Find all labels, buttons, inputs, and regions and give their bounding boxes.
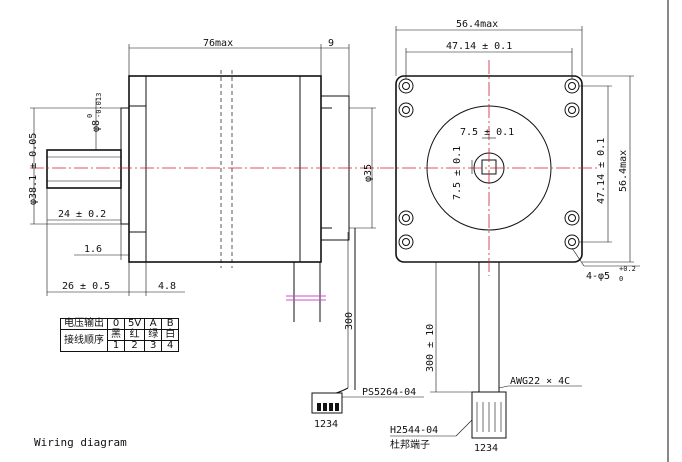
label-connector-2: H2544-04: [390, 425, 438, 436]
dim-body-length: 76max: [203, 38, 233, 49]
front-boss: [120, 107, 130, 225]
dim-shaft-length: 9: [328, 38, 334, 49]
caption: Wiring diagram: [34, 436, 127, 449]
row-label-order: 接线顺序: [60, 329, 108, 352]
pins-connector-1: 1234: [314, 419, 338, 430]
mounting-holes: [398, 78, 580, 250]
svg-text:+0.2: +0.2: [619, 265, 636, 273]
connector-h2544: [471, 391, 507, 439]
table-row: 1 2 3 4: [61, 340, 180, 352]
dim-hole-spacing-v: 47.14 ± 0.1: [596, 138, 607, 204]
svg-text:0: 0: [619, 275, 623, 283]
flange-outline: [395, 75, 583, 263]
row-label-voltage: 电压输出: [60, 318, 108, 330]
table-row: 接线顺序 黑 红 绿 白: [60, 329, 180, 352]
dim-lead-length-side: 300: [344, 312, 355, 330]
dim-hole-spacing-h: 47.14 ± 0.1: [446, 41, 512, 52]
motor-body-outline: [128, 75, 322, 263]
pins-connector-2: 1234: [474, 443, 498, 454]
label-wire-spec: AWG22 × 4C: [510, 376, 570, 387]
boss-circle: [426, 105, 552, 231]
dim-lead-length-front: 300 ± 10: [425, 324, 436, 372]
svg-text:-0.013: -0.013: [95, 93, 103, 118]
dim-shaft-dia: φ8: [91, 120, 102, 132]
front-view: 56.4max 47.14 ± 0.1 47.14 ± 0.1 56.4max …: [380, 19, 640, 454]
connector-ps5264: [311, 392, 343, 414]
svg-text:0: 0: [86, 114, 94, 118]
dim-flat-h: 7.5 ± 0.1: [460, 127, 514, 138]
shaft: [46, 149, 122, 189]
note-holes: 4-φ5: [586, 271, 610, 282]
dim-flange-width: 56.4max: [456, 19, 498, 30]
dim-rear-dia: φ35: [363, 164, 374, 182]
dim-flange-height: 56.4max: [618, 150, 629, 192]
dim-flange-thickness: 4.8: [158, 281, 176, 292]
label-connector-2-sub: 杜邦端子: [390, 438, 430, 451]
dim-flat-v: 7.5 ± 0.1: [452, 146, 463, 200]
label-connector-1: PS5264-04: [362, 387, 416, 398]
side-view: 76max 9 φ38.1 ± 0.05 φ8 0 -0.013 24 ± 0.…: [28, 38, 424, 430]
dim-shaft-total: 26 ± 0.5: [62, 281, 110, 292]
dim-flat-length: 24 ± 0.2: [58, 209, 106, 220]
wiring-table: 电压输出 0 5V A B 接线顺序 黑 红 绿 白 1 2 3 4: [60, 318, 180, 352]
dim-boss-dia: φ38.1 ± 0.05: [28, 133, 39, 205]
table-row: 电压输出 0 5V A B: [60, 318, 180, 330]
dim-boss-step: 1.6: [84, 244, 102, 255]
